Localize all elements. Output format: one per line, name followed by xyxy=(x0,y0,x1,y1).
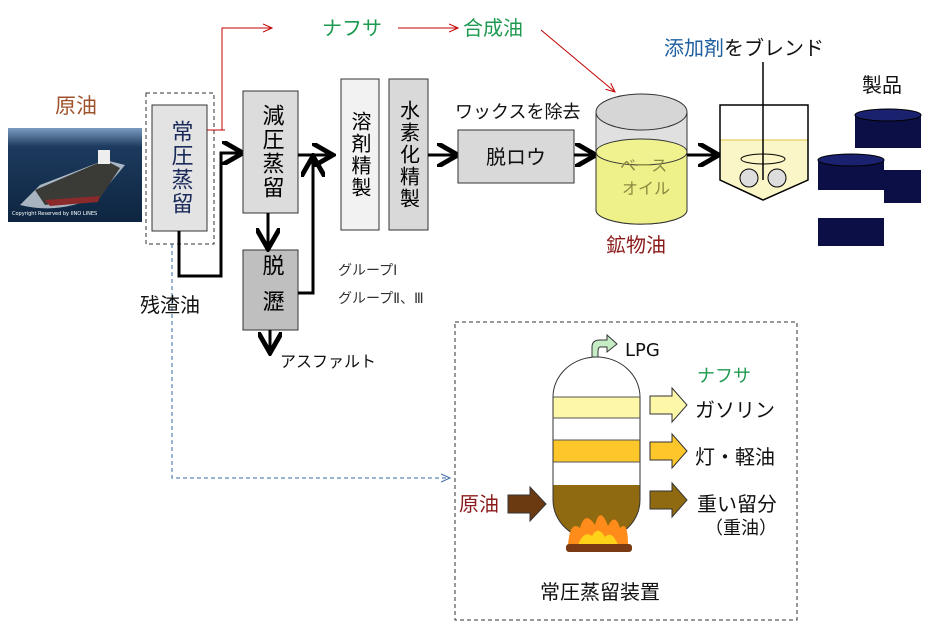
product-label: 製品 xyxy=(862,73,902,97)
vacuum-box xyxy=(242,90,299,214)
atmospheric-label: 常圧蒸留 xyxy=(167,120,193,216)
synthetic-to-tank-arrow xyxy=(540,29,615,92)
asphalt-label: アスファルト xyxy=(280,352,377,371)
group23-label: グループⅡ、Ⅲ xyxy=(338,291,424,307)
crude-feed-arrow-icon xyxy=(507,485,547,523)
gasoline-label: ガソリン xyxy=(695,398,775,422)
base-oil-label-2: オイル xyxy=(622,179,671,198)
solvent-box xyxy=(340,78,380,231)
column-title: 常圧蒸留装置 xyxy=(540,580,660,604)
distillation-detail-frame xyxy=(454,321,798,621)
vacuum-label: 減圧蒸留 xyxy=(258,104,284,200)
naphtha-label: ナフサ xyxy=(322,16,382,40)
kerosene-gasoil-label: 灯・軽油 xyxy=(695,445,775,469)
hydro-box xyxy=(388,78,429,231)
wax-removal-label: ワックスを除去 xyxy=(455,102,581,123)
additive-label: 添加剤 xyxy=(664,36,724,60)
gasoline-arrow-icon xyxy=(649,386,688,424)
photo-caption: Copyright Reserved by IINO LINES xyxy=(12,211,98,217)
product-drums xyxy=(817,108,922,246)
blend-caption: 添加剤をブレンド xyxy=(664,38,824,58)
column-crude-label: 原油 xyxy=(459,492,499,516)
lpg-label: LPG xyxy=(625,340,660,361)
base-oil-tank xyxy=(595,93,688,225)
mineral-oil-label: 鉱物油 xyxy=(606,233,666,257)
naphtha-branch-arrow xyxy=(207,28,272,131)
base-oil-label-1: ベース xyxy=(620,156,668,175)
detail-link-line xyxy=(171,244,450,478)
deasphalt-out-arrow xyxy=(298,159,313,295)
synthetic-oil-label: 合成油 xyxy=(463,16,523,40)
heavy-arrow-icon xyxy=(649,481,688,519)
lpg-arrow-icon xyxy=(591,333,618,358)
atmospheric-box xyxy=(151,104,208,232)
blend-label: をブレンド xyxy=(724,36,824,60)
group1-label: グループⅠ xyxy=(338,263,398,279)
heavy-oil-sublabel: （重油） xyxy=(705,518,777,539)
dewax-box xyxy=(457,129,575,184)
blending-mixer xyxy=(719,62,809,201)
fire-icon xyxy=(566,515,632,552)
tanker-photo xyxy=(8,128,142,222)
hydro-label: 水素化精製 xyxy=(396,99,421,210)
crude-oil-label: 原油 xyxy=(55,94,97,118)
kerosene-arrow-icon xyxy=(649,432,688,470)
solvent-label: 溶剤精製 xyxy=(348,110,372,199)
dewax-label: 脱ロウ xyxy=(486,144,546,169)
heavy-fraction-label: 重い留分 xyxy=(697,492,777,516)
deasphalting-label: 脱瀝 xyxy=(258,254,284,326)
column-naphtha-label: ナフサ xyxy=(697,366,751,387)
residue-arrow xyxy=(177,153,240,278)
distillation-column xyxy=(552,356,641,541)
residue-label: 残渣油 xyxy=(140,293,200,317)
